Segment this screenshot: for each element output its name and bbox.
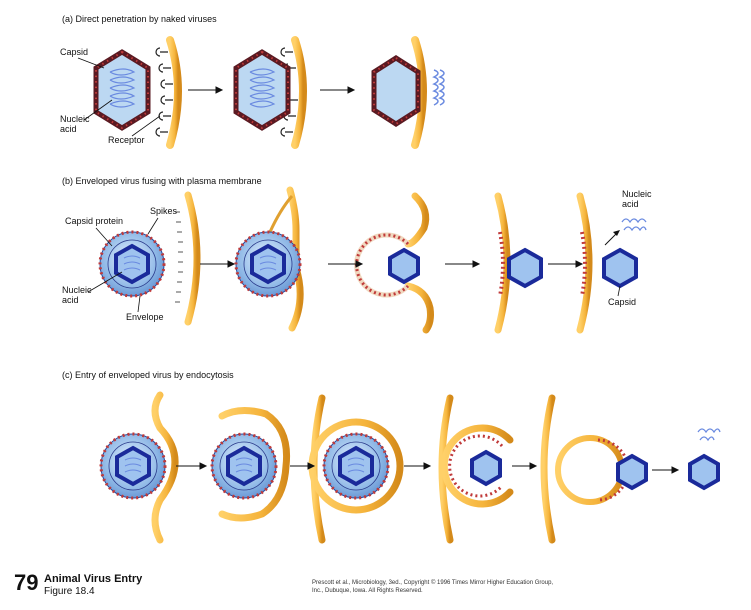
receptors-a1 xyxy=(155,47,173,137)
naked-virus-a2 xyxy=(233,49,291,131)
enveloped-virus-b2 xyxy=(234,230,302,298)
credit-line-1: Prescott et al., Microbiology, 3ed., Cop… xyxy=(312,579,553,586)
leader-nucleic-b xyxy=(87,271,123,293)
membrane-c5 xyxy=(540,394,556,544)
label-nucleic-b-right-1: Nucleic xyxy=(622,189,652,199)
panel-b-title: (b) Enveloped virus fusing with plasma m… xyxy=(62,176,262,186)
membrane-b2-fuse xyxy=(268,195,294,233)
leader-spikes-b xyxy=(147,217,159,235)
enveloped-virus-b1 xyxy=(98,230,166,298)
capsid-b5 xyxy=(602,247,638,289)
capsid-b4 xyxy=(507,247,543,289)
label-spikes-b: Spikes xyxy=(150,206,178,216)
membrane-b1 xyxy=(184,191,201,326)
membrane-b3-bottom xyxy=(404,282,434,334)
figure-label: Figure 18.4 xyxy=(44,586,95,597)
label-capsid-protein-b: Capsid protein xyxy=(65,216,123,226)
label-nucleic-a-1: Nucleic xyxy=(60,114,90,124)
label-nucleic-b-1: Nucleic xyxy=(62,285,92,295)
membrane-a3 xyxy=(411,36,427,149)
leader-capsid-a xyxy=(77,57,105,69)
nucleic-acid-released-a-2 xyxy=(438,69,445,106)
panel-a-title: (a) Direct penetration by naked viruses xyxy=(62,14,217,24)
label-envelope-b: Envelope xyxy=(126,312,164,322)
envelope-b4 xyxy=(498,231,505,297)
arrows-a xyxy=(188,86,356,94)
naked-virus-a3 xyxy=(371,55,421,127)
slide-number: 79 xyxy=(14,570,38,595)
leader-receptor-a xyxy=(131,115,161,137)
envelope-c5 xyxy=(597,438,630,502)
capsid-b3 xyxy=(388,247,420,285)
membrane-b5 xyxy=(576,192,593,334)
leader-nucleic-a xyxy=(83,99,113,121)
leader-capsid-b xyxy=(617,285,621,297)
enveloped-virus-c1 xyxy=(99,432,167,500)
membrane-b3-top xyxy=(404,192,430,248)
membrane-b2 xyxy=(286,186,304,332)
membrane-c2 xyxy=(218,407,291,522)
arrows-b xyxy=(200,260,584,268)
enveloped-virus-c2 xyxy=(210,432,278,500)
capsid-c6 xyxy=(688,453,720,491)
capsid-c4 xyxy=(470,449,502,487)
nucleic-acid-released-a xyxy=(432,69,439,106)
membrane-a1 xyxy=(166,36,182,149)
envelope-c4 xyxy=(448,434,504,498)
membrane-spikes-b1 xyxy=(175,211,183,303)
nucleic-acid-released-c-2 xyxy=(699,436,715,442)
figure-title: Animal Virus Entry xyxy=(44,573,143,585)
enveloped-virus-c3 xyxy=(322,432,390,500)
capsid-c5 xyxy=(616,453,648,491)
vesicle-c4 xyxy=(440,424,514,508)
nucleic-acid-released-b-2 xyxy=(623,226,647,232)
arrows-c xyxy=(176,462,680,474)
leader-capsid-protein-b xyxy=(95,227,113,247)
nucleic-acid-released-c xyxy=(697,428,721,434)
label-capsid-a: Capsid xyxy=(60,47,88,57)
panel-c-title: (c) Entry of enveloped virus by endocyto… xyxy=(62,370,234,380)
leader-envelope-b xyxy=(137,295,141,313)
label-receptor-a: Receptor xyxy=(108,135,145,145)
membrane-a2 xyxy=(291,36,307,149)
label-nucleic-b-2: acid xyxy=(62,295,79,305)
arrow-b-release-head xyxy=(613,230,620,236)
label-nucleic-a-2: acid xyxy=(60,124,77,134)
naked-virus-a1 xyxy=(93,49,151,131)
label-capsid-b: Capsid xyxy=(608,297,636,307)
membrane-c1 xyxy=(151,391,179,544)
envelope-b5 xyxy=(580,231,587,297)
label-nucleic-b-right-2: acid xyxy=(622,199,639,209)
vesicle-c5 xyxy=(555,435,625,505)
nucleic-acid-released-b xyxy=(621,218,647,224)
credit-line-2: Inc., Dubuque, Iowa. All Rights Reserved… xyxy=(312,588,423,594)
